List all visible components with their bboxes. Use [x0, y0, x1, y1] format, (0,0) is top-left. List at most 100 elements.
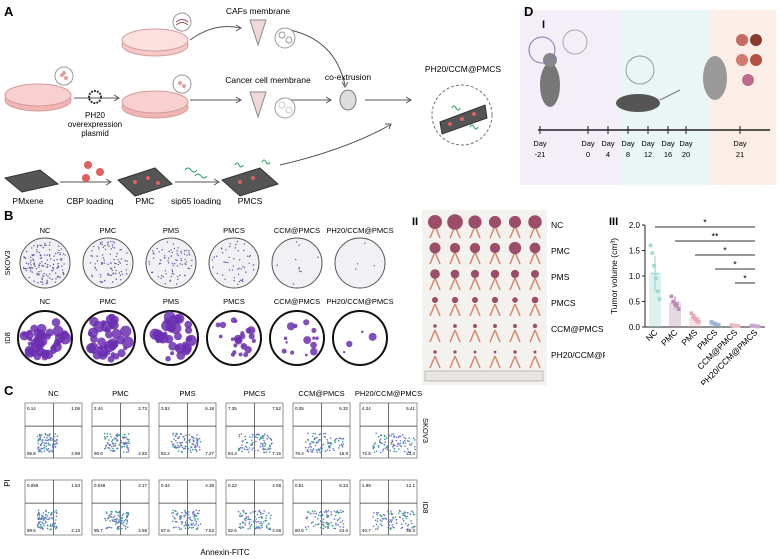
event-dot — [54, 446, 56, 448]
event-dot — [175, 439, 177, 442]
colony-dot — [33, 263, 35, 265]
event-dot — [340, 511, 342, 514]
event-dot — [48, 444, 50, 446]
event-dot — [244, 522, 246, 524]
event-dot — [177, 444, 179, 447]
event-dot — [333, 510, 336, 512]
event-dot — [199, 440, 202, 443]
event-dot — [377, 445, 380, 447]
y-tick-label: 1.0 — [629, 272, 641, 281]
plasmid-line-1: PH20 — [85, 111, 106, 120]
event-dot — [116, 447, 119, 450]
event-dot — [105, 511, 108, 513]
event-dot — [47, 447, 50, 450]
cbp-loading-label: CBP loading — [66, 196, 113, 205]
event-dot — [119, 510, 121, 512]
colony-dot — [30, 270, 32, 272]
tumor — [468, 215, 482, 229]
event-dot — [192, 512, 194, 515]
event-dot — [127, 433, 130, 435]
event-dot — [267, 436, 270, 438]
tumor — [531, 270, 539, 278]
event-dot — [240, 433, 243, 435]
event-dot — [244, 435, 246, 438]
colony-dot — [45, 244, 47, 246]
colony-dot — [64, 254, 66, 256]
event-dot — [385, 445, 388, 448]
event-dot — [253, 521, 256, 524]
event-dot — [52, 443, 54, 445]
event-dot — [268, 527, 271, 529]
event-dot — [380, 515, 383, 518]
event-dot — [412, 437, 415, 440]
event-dot — [317, 448, 319, 450]
quadrant-value: 7.35 — [228, 406, 237, 411]
event-dot — [335, 437, 338, 440]
event-dot — [51, 451, 54, 453]
colony-dot — [152, 257, 155, 259]
colony-dot — [175, 259, 177, 261]
event-dot — [186, 445, 188, 448]
event-dot — [42, 447, 45, 449]
event-dot — [258, 516, 261, 519]
colony-dot — [39, 244, 41, 246]
event-dot — [126, 451, 128, 454]
event-dot — [113, 445, 115, 447]
colony-dot — [43, 272, 45, 275]
event-dot — [390, 521, 393, 524]
event-dot — [389, 449, 391, 452]
event-dot — [335, 524, 337, 526]
event-dot — [246, 441, 248, 444]
colony-dot — [176, 265, 179, 267]
tumor — [488, 215, 502, 229]
colony-dot — [51, 270, 53, 272]
colony-dot — [241, 278, 244, 281]
colony-blob — [286, 322, 296, 331]
event-dot — [246, 448, 248, 451]
colony-dot — [59, 253, 61, 256]
event-dot — [254, 520, 256, 523]
event-dot — [125, 523, 128, 525]
panel-d-sub-2: II — [412, 216, 418, 228]
tumor — [471, 296, 479, 304]
event-dot — [43, 444, 46, 447]
colony-dot — [60, 248, 62, 250]
event-dot — [384, 447, 387, 449]
colony-blob — [185, 334, 197, 347]
event-dot — [176, 437, 179, 439]
data-point — [676, 307, 681, 311]
event-dot — [110, 526, 113, 529]
colony-dot — [107, 274, 109, 276]
event-dot — [187, 511, 190, 513]
tumor-tissue — [429, 277, 441, 291]
colony-dot — [233, 277, 235, 279]
event-dot — [53, 435, 55, 438]
event-dot — [52, 447, 55, 449]
event-dot — [39, 438, 42, 441]
colony-dot — [110, 240, 112, 243]
colony-dot — [224, 278, 226, 280]
event-dot — [319, 447, 322, 449]
event-dot — [409, 513, 412, 515]
event-dot — [401, 434, 404, 436]
event-dot — [337, 524, 339, 526]
event-dot — [174, 435, 177, 438]
nanoparticle-icon — [431, 84, 493, 146]
event-dot — [198, 446, 201, 448]
event-dot — [259, 528, 261, 530]
event-dot — [387, 510, 389, 513]
event-dot — [339, 517, 341, 519]
event-dot — [237, 510, 240, 513]
event-dot — [48, 450, 51, 453]
event-dot — [115, 440, 118, 442]
event-dot — [244, 524, 247, 526]
colony-dot — [162, 276, 164, 278]
colony-blob — [234, 336, 243, 345]
event-dot — [175, 446, 178, 449]
event-dot — [123, 524, 125, 527]
event-dot — [37, 440, 39, 442]
event-dot — [326, 449, 329, 451]
event-dot — [56, 438, 58, 441]
event-dot — [336, 510, 339, 513]
colony-dot — [180, 250, 182, 253]
